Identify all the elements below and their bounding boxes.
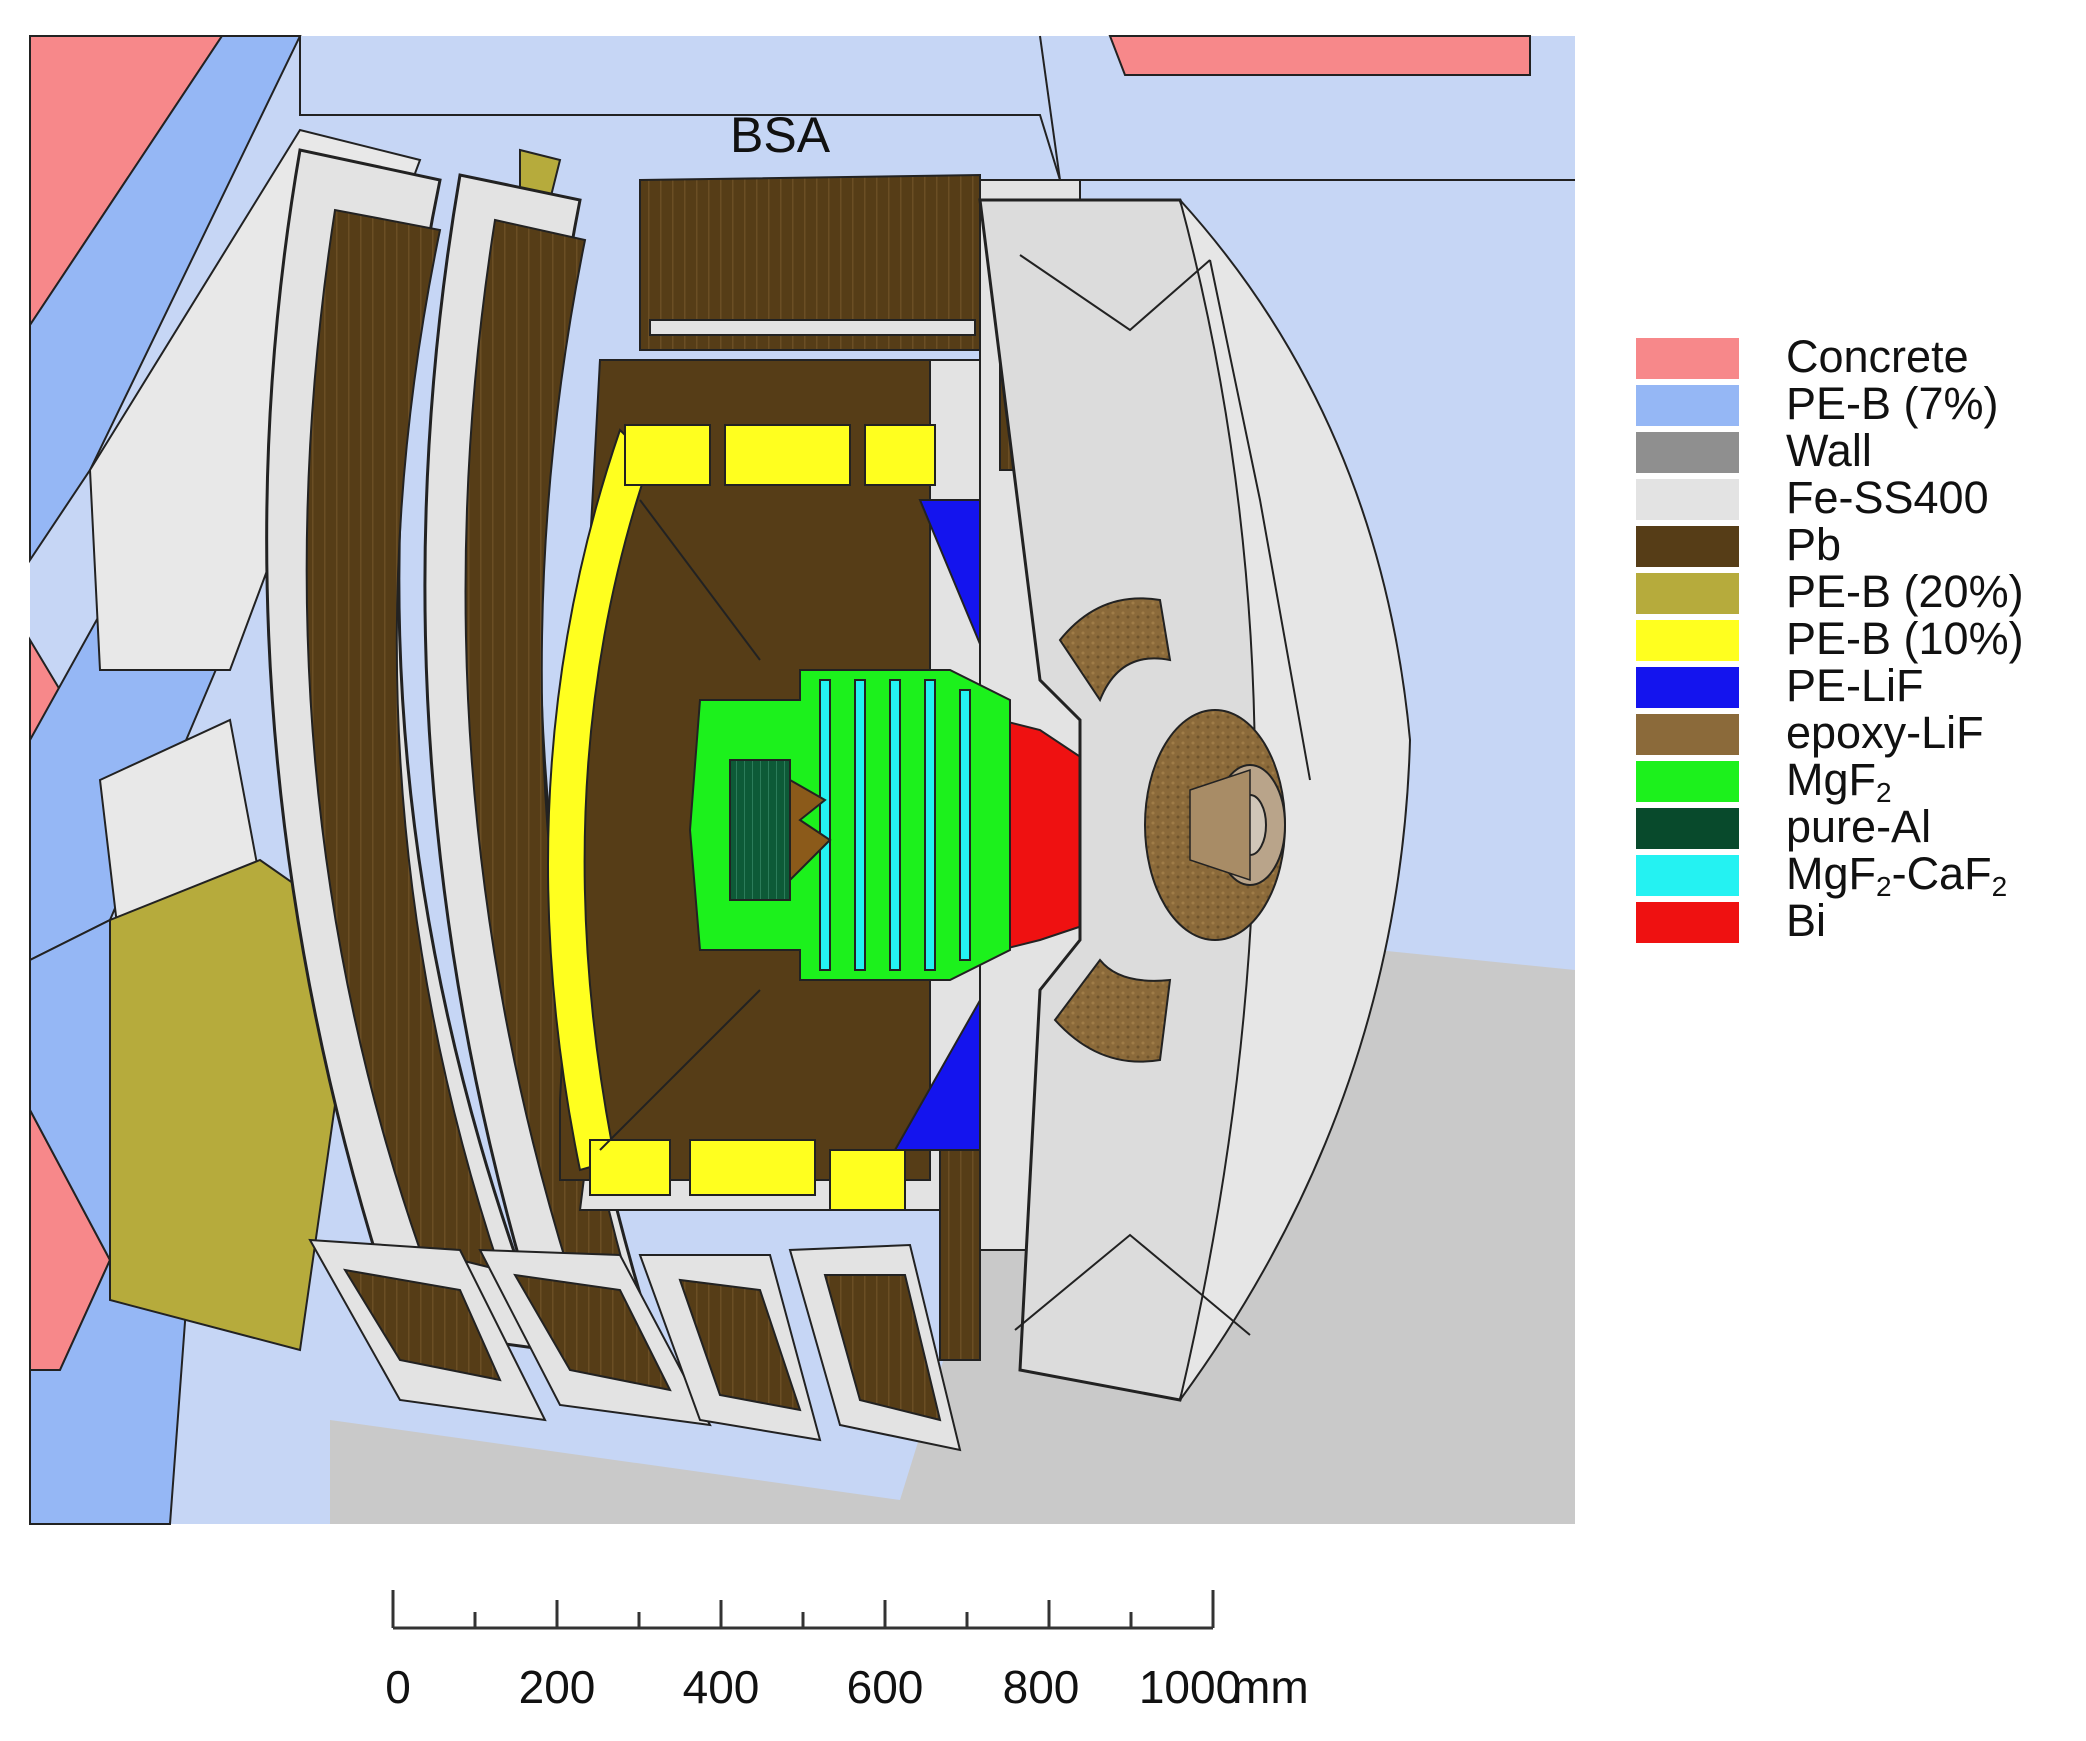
scale-tick-label-0: 0 [385,1661,411,1713]
legend-label: PE-B (10%) [1786,613,2024,664]
legend-item: MgF2-CaF2 [1636,848,2076,902]
legend-label: Concrete [1786,331,1969,382]
legend-item: PE-B (20%) [1636,566,2076,618]
legend-swatch [1636,573,1739,614]
legend-swatch [1636,526,1739,567]
legend-item: PE-B (7%) [1636,378,2076,430]
legend-item: PE-B (10%) [1636,613,2076,665]
legend-swatch [1636,620,1739,661]
legend-swatch [1636,338,1739,379]
mgf2-caf2-layers [819,679,971,971]
legend-label: Pb [1786,519,1842,570]
legend-item: Bi [1636,895,2076,947]
legend-label: Fe-SS400 [1786,472,1989,523]
legend-item: MgF2 [1636,754,2076,808]
legend-item: Pb [1636,519,2076,571]
legend-label: PE-B (7%) [1786,378,1999,429]
legend-item: Fe-SS400 [1636,472,2076,524]
scale-unit: mm [1232,1661,1309,1713]
legend-item: pure-Al [1636,801,2076,853]
legend-label: MgF2 [1786,754,1892,808]
scale-bar [391,1590,1215,1630]
legend-item: epoxy-LiF [1636,707,2076,759]
legend-label: Bi [1786,895,1827,946]
legend-item: Wall [1636,425,2076,477]
scale-tick-label-600: 600 [846,1661,924,1713]
legend-swatch [1636,479,1739,520]
legend-swatch [1636,761,1739,802]
legend-swatch [1636,432,1739,473]
legend-swatch [1636,808,1739,849]
legend-label: epoxy-LiF [1786,707,1984,758]
scale-tick-label-1000: 1000 [1138,1661,1242,1713]
legend-swatch [1636,902,1739,943]
bsa-title: BSA [730,107,831,163]
scale-tick-label-200: 200 [518,1661,596,1713]
front-disk [978,198,1412,1402]
scale-tick-label-800: 800 [1002,1661,1080,1713]
legend-swatch [1636,714,1739,755]
legend-swatch [1636,385,1739,426]
legend-item: PE-LiF [1636,660,2076,712]
legend-label: Wall [1786,425,1872,476]
legend-label: pure-Al [1786,801,1932,852]
legend-swatch [1636,855,1739,896]
legend-swatch [1636,667,1739,708]
lower-ring-sections [308,1238,962,1452]
legend-label: MgF2-CaF2 [1786,848,2008,902]
epoxy-lif-collimator [1053,597,1286,1063]
legend-label: PE-B (20%) [1786,566,2024,617]
scale-tick-label-400: 400 [682,1661,760,1713]
legend-item: Concrete [1636,331,2076,383]
legend-label: PE-LiF [1786,660,1924,711]
